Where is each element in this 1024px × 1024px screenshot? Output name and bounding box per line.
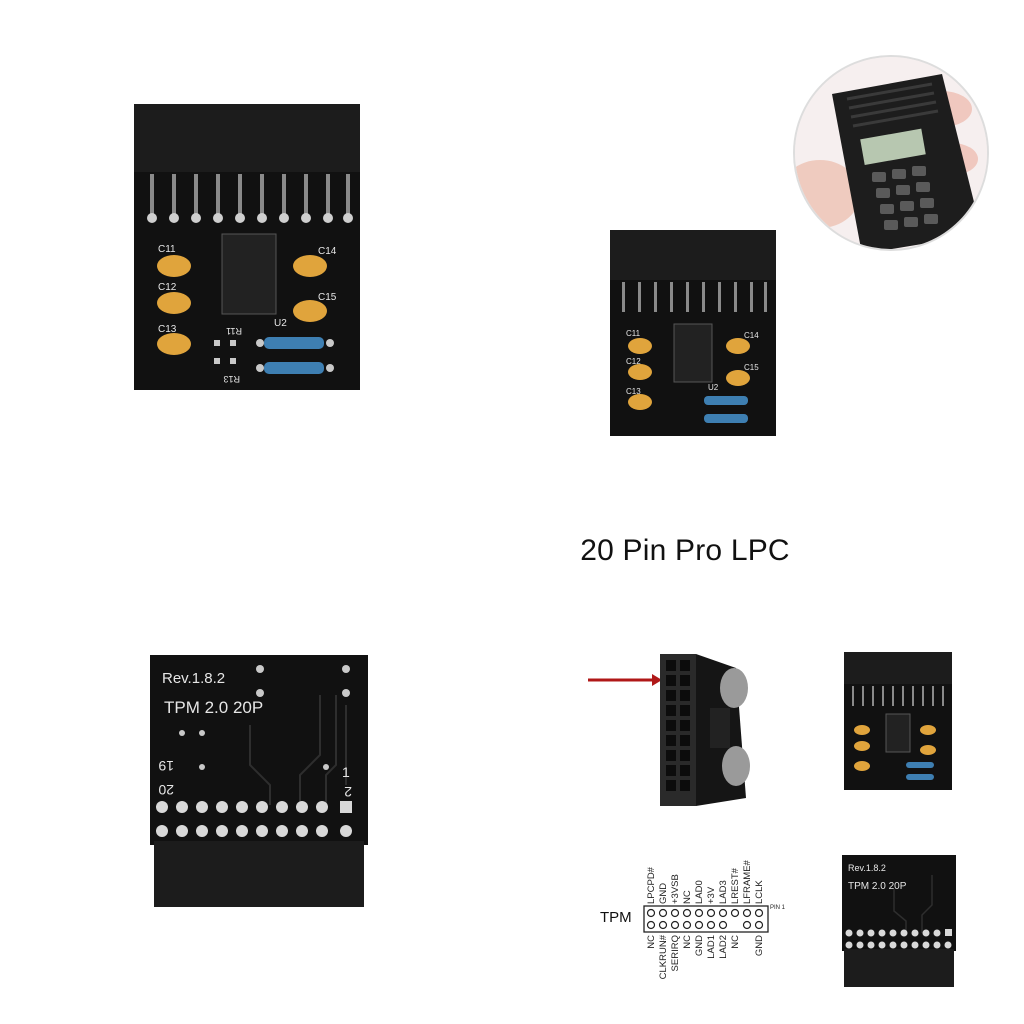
label-c15: C15 [318,292,337,303]
pin-1-label: 1 [342,764,350,780]
pin-top-5: LAD0 [694,880,705,904]
pin1-label: PIN 1 [770,905,786,911]
tpm-board-front-large: C11 C12 C13 C14 C15 U2 R11 R13 [130,104,365,392]
tpm-board-front-medium: C11 C12 C13 C14 C15 U2 [608,230,778,438]
pin-top-3: +3VSB [670,874,681,904]
tpm-board-back-small: Rev.1.8.2 TPM 2.0 20P [842,855,958,990]
pin-top-8: LREST# [730,867,741,904]
pin-bottom-10: GND [754,935,765,956]
pin-2-label: 2 [344,784,352,800]
pin-20-label: 20 [158,782,174,798]
label-r13: R13 [223,374,240,384]
pin-top-2: GND [658,883,669,904]
product-caption: 20 Pin Pro LPC [580,534,790,567]
model-label: TPM 2.0 20P [164,698,263,717]
label-r11: R11 [226,326,242,336]
rev-label-small: Rev.1.8.2 [848,863,886,873]
pin-bottom-3: SERIRQ [670,935,681,971]
rev-label: Rev.1.8.2 [162,670,225,687]
pin-bottom-6: LAD1 [706,935,717,959]
pin-top-9: LFRAME# [742,859,753,904]
label-c11: C11 [158,244,176,255]
pin-top-6: +3V [706,886,717,904]
pin-bottom-5: GND [694,935,705,956]
pin-bottom-8: NC [730,935,741,949]
model-label-small: TPM 2.0 20P [848,881,907,892]
handheld-radio-photo [792,54,990,252]
pin-bottom-2: CLKRUN# [658,934,669,979]
label-c13: C13 [158,324,177,335]
tpm-pinout-diagram: TPM PIN 1 LPCPD# GND +3VSB NC LAD0 +3V L… [598,850,808,990]
pin-top-1: LPCPD# [646,866,657,904]
svg-text:U2: U2 [708,383,719,392]
svg-text:C15: C15 [744,363,759,372]
svg-text:C12: C12 [626,357,641,366]
pin-top-4: NC [682,890,693,904]
tpm-board-front-small [842,652,954,792]
label-c12: C12 [158,282,177,293]
tpm-board-back-large: Rev.1.8.2 TPM 2.0 20P 19 20 1 2 [150,655,370,910]
pin-bottom-4: NC [682,935,693,949]
tpm-header-label: TPM [600,909,632,926]
pin-top-7: LAD3 [718,880,729,904]
svg-text:C11: C11 [626,329,641,338]
svg-text:C13: C13 [626,387,641,396]
pin-19-label: 19 [158,758,174,774]
pin-bottom-7: LAD2 [718,935,729,959]
label-c14: C14 [318,246,337,257]
label-u2: U2 [274,318,287,329]
pin-top-10: LCLK [754,880,765,904]
pin-bottom-1: NC [646,935,657,949]
svg-text:C14: C14 [744,331,759,340]
connector-side-view [586,648,776,808]
